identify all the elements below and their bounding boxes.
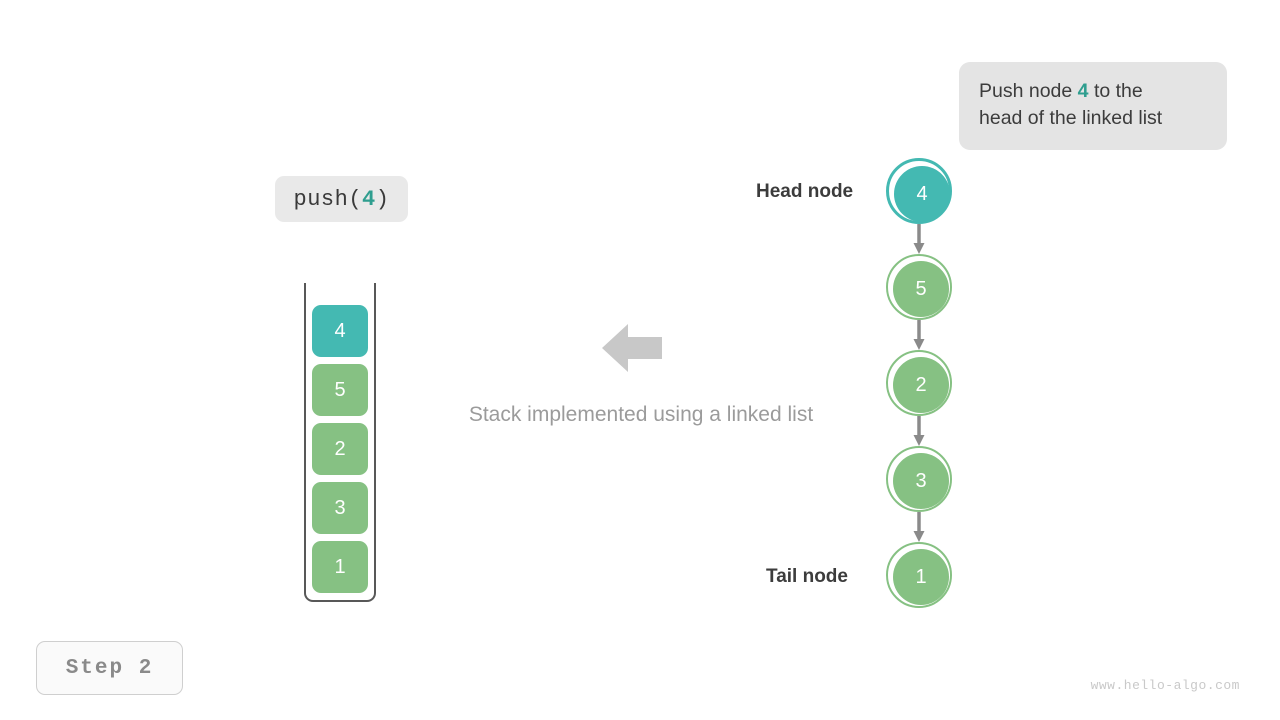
linked-list-arrow-icon	[913, 416, 925, 446]
stack-cell-value: 3	[334, 496, 346, 519]
tail-node-label: Tail node	[766, 566, 848, 587]
diagram-caption: Stack implemented using a linked list	[468, 403, 814, 426]
watermark: www.hello-algo.com	[1090, 678, 1240, 693]
linked-list-node-value: 2	[893, 357, 949, 413]
linked-list-node: 3	[886, 446, 952, 512]
stack-cell: 5	[312, 364, 368, 416]
linked-list-node: 2	[886, 350, 952, 416]
operation-paren-close: )	[375, 186, 390, 212]
linked-list-node-value: 3	[893, 453, 949, 509]
stack-cell-value: 5	[334, 378, 346, 401]
linked-list-node-value: 1	[893, 549, 949, 605]
linked-list-visualization: 4 5 2 3 1	[886, 158, 956, 608]
linked-list-node-value: 5	[893, 261, 949, 317]
stack-cell: 1	[312, 541, 368, 593]
annotation-callout: Push node 4 to the head of the linked li…	[959, 62, 1227, 150]
stack-cell: 2	[312, 423, 368, 475]
linked-list-arrow-icon	[913, 320, 925, 350]
linked-list-node-value: 4	[894, 166, 950, 222]
linked-list-node: 1	[886, 542, 952, 608]
stack-cell: 3	[312, 482, 368, 534]
stack-cell-value: 1	[334, 555, 346, 578]
annotation-highlight-value: 4	[1077, 80, 1089, 102]
linked-list-arrow-icon	[913, 512, 925, 542]
head-node-label: Head node	[756, 181, 854, 202]
stack-cell-value: 4	[334, 319, 346, 342]
linked-list-arrow-icon	[913, 224, 925, 254]
stack-visualization: 4 5 2 3 1	[304, 283, 376, 602]
flow-arrow-left-icon	[602, 324, 662, 372]
operation-argument: 4	[362, 186, 376, 212]
operation-name: push(	[293, 186, 363, 212]
operation-label-push: push(4)	[275, 176, 408, 222]
stack-container-walls	[304, 283, 376, 602]
stack-cell: 4	[312, 305, 368, 357]
stack-cell-value: 2	[334, 437, 346, 460]
linked-list-node: 4	[886, 158, 952, 224]
linked-list-node: 5	[886, 254, 952, 320]
annotation-text-prefix: Push node	[979, 80, 1078, 102]
annotation-text-line2: head of the linked list	[979, 107, 1163, 129]
annotation-text-suffix: to the	[1088, 80, 1143, 102]
step-badge: Step 2	[36, 641, 183, 695]
